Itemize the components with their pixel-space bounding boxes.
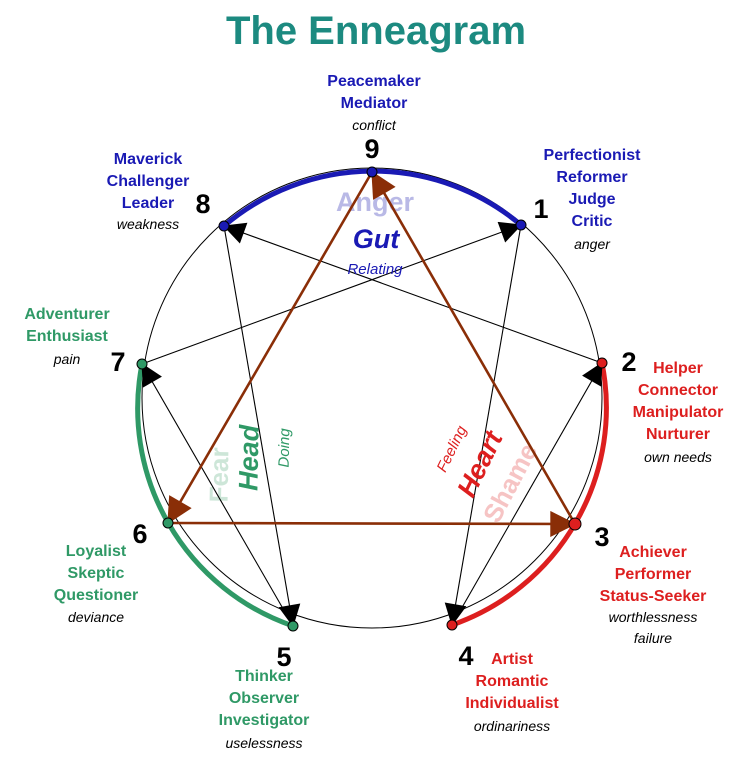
type-8-role-2: Challenger (107, 173, 190, 190)
type-number-7: 7 (110, 347, 125, 377)
type-dots (136, 166, 608, 632)
type-7-role-2: Enthusiast (26, 328, 108, 345)
dot-2 (596, 357, 608, 369)
dot-5 (287, 620, 299, 632)
type-3-role-1: Achiever (619, 544, 687, 561)
type-5-note: uselessness (225, 735, 302, 751)
arrow-6-to-3 (167, 510, 577, 537)
type-number-4: 4 (458, 641, 473, 671)
type-6-role-3: Questioner (54, 587, 138, 604)
gut-center-name: Gut (353, 224, 400, 254)
type-1-note: anger (574, 236, 611, 252)
type-number-6: 6 (132, 519, 147, 549)
gut-center-mode: Relating (347, 261, 403, 278)
type-5-role-3: Investigator (219, 712, 310, 729)
type-number-3: 3 (594, 522, 609, 552)
type-3-role-3: Status-Seeker (600, 588, 707, 605)
type-1-role-4: Critic (572, 213, 613, 230)
dot-9 (366, 166, 378, 178)
type-3-note-1: worthlessness (609, 609, 698, 625)
triangle-lines (166, 170, 577, 537)
type-4-note: ordinariness (474, 718, 550, 734)
type-6-role-1: Loyalist (66, 543, 127, 560)
type-7-note: pain (53, 351, 81, 367)
type-9-role-2: Mediator (341, 95, 408, 112)
page-title: The Enneagram (226, 9, 526, 53)
arrow-4-to-2 (451, 362, 603, 626)
type-1-role-1: Perfectionist (544, 147, 642, 164)
head-center-mode: Doing (276, 428, 294, 468)
dot-1 (515, 219, 527, 231)
type-number-2: 2 (621, 347, 636, 377)
type-8-note: weakness (117, 216, 179, 232)
type-number-5: 5 (276, 642, 291, 672)
type-1-role-3: Judge (568, 191, 615, 208)
type-3-role-2: Performer (615, 566, 691, 583)
arrow-5-to-7 (141, 363, 294, 627)
type-8-role-3: Leader (122, 195, 174, 212)
type-4-role-2: Romantic (476, 673, 549, 690)
arrow-8-to-5 (223, 225, 301, 628)
type-9-role-1: Peacemaker (327, 73, 420, 90)
hexad-lines (141, 221, 603, 628)
arrow-3-to-9 (370, 170, 577, 525)
head-emotion-label: Fear (204, 447, 235, 502)
type-3-note-2: failure (634, 630, 672, 646)
type-5-role-1: Thinker (235, 668, 293, 685)
arrow-2-to-8 (222, 222, 603, 364)
type-number-1: 1 (533, 194, 548, 224)
type-1-role-2: Reformer (556, 169, 627, 186)
arrow-1-to-4 (444, 224, 522, 627)
dot-6 (162, 517, 174, 529)
head-center-name: Head (233, 424, 264, 491)
arrow-7-to-1 (141, 221, 523, 365)
type-8-role-1: Maverick (114, 151, 183, 168)
arrow-9-to-6 (166, 171, 374, 525)
type-6-role-2: Skeptic (68, 565, 125, 582)
type-2-role-2: Connector (638, 382, 718, 399)
type-2-role-4: Nurturer (646, 426, 710, 443)
type-9-note: conflict (352, 117, 397, 133)
type-7-role-1: Adventurer (24, 306, 109, 323)
type-4-role-1: Artist (491, 651, 533, 668)
type-6-note: deviance (68, 609, 124, 625)
dot-4 (446, 619, 458, 631)
dot-3 (568, 517, 582, 531)
type-number-8: 8 (195, 189, 210, 219)
type-2-note: own needs (644, 449, 712, 465)
dot-8 (218, 220, 230, 232)
type-5-role-2: Observer (229, 690, 299, 707)
type-2-role-1: Helper (653, 360, 703, 377)
type-number-9: 9 (364, 134, 379, 164)
type-4-role-3: Individualist (465, 695, 559, 712)
type-2-role-3: Manipulator (633, 404, 724, 421)
dot-7 (136, 358, 148, 370)
